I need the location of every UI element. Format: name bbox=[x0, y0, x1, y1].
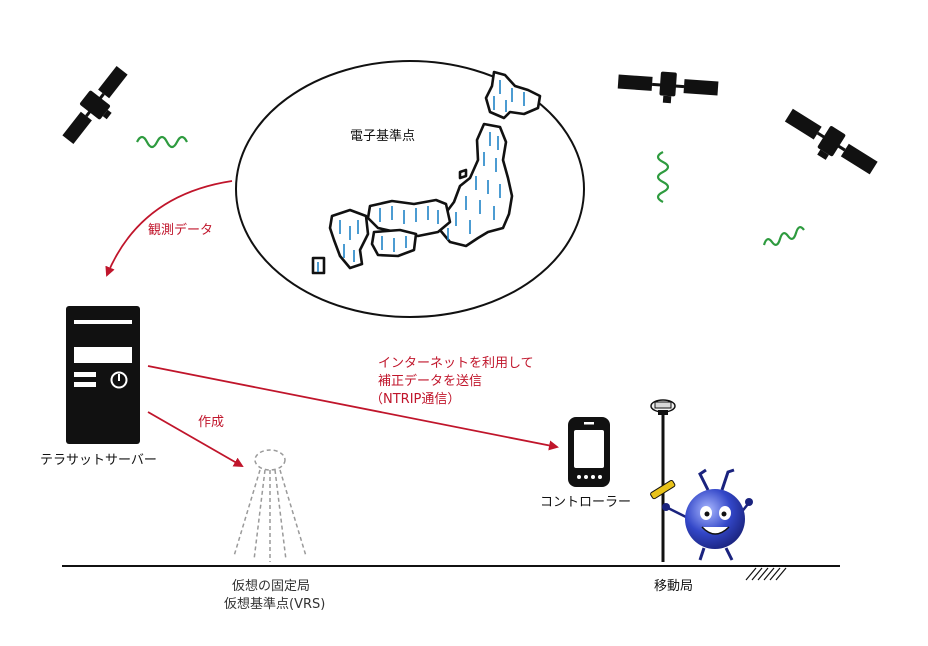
create-arrow bbox=[147, 411, 244, 467]
virtual-station-label-line2: 仮想基準点(VRS) bbox=[224, 597, 326, 612]
ntrip-label-line1: インターネットを利用して bbox=[378, 356, 534, 371]
reference-station-ellipse bbox=[235, 60, 585, 318]
server-label: テラサットサーバー bbox=[40, 453, 157, 468]
ground-hatch bbox=[745, 567, 787, 581]
create-label: 作成 bbox=[198, 415, 225, 430]
ntrip-label-line3: （NTRIP通信） bbox=[370, 392, 461, 407]
satellite-icon bbox=[617, 71, 719, 104]
reference-station-ticks bbox=[317, 80, 525, 272]
controller-label: コントローラー bbox=[540, 495, 632, 510]
server-icon bbox=[66, 306, 140, 444]
satellite-icon bbox=[62, 66, 128, 144]
controller-phone-icon bbox=[568, 417, 610, 487]
signal-wave-icon bbox=[762, 226, 805, 246]
signal-wave-icon bbox=[136, 135, 188, 149]
observation-data-arrow bbox=[105, 180, 233, 277]
reference-station-label: 電子基準点 bbox=[350, 129, 416, 144]
signal-wave-icon bbox=[656, 151, 670, 203]
virtual-station-tripod-icon bbox=[233, 449, 307, 562]
ntrip-label-line2: 補正データを送信 bbox=[378, 374, 483, 389]
virtual-station-label-line1: 仮想の固定局 bbox=[232, 579, 311, 594]
ntrip-arrow bbox=[147, 365, 559, 451]
rover-pole-icon bbox=[650, 399, 676, 562]
mobile-station-label: 移動局 bbox=[654, 579, 694, 594]
observation-data-label: 観測データ bbox=[148, 223, 214, 238]
satellite-icon bbox=[784, 108, 878, 175]
mascot-icon bbox=[662, 468, 753, 561]
